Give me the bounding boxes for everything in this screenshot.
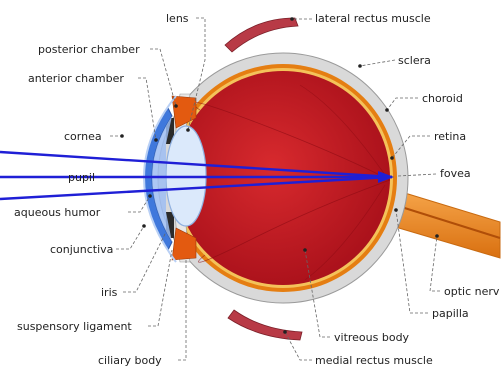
leader-dot [120,134,124,138]
leader-dot [358,64,362,68]
optic-nerve-shape [392,190,500,258]
leader-optic-nerve [430,236,440,291]
label-pupil: pupil [68,171,95,184]
label-lateral-rectus-muscle: lateral rectus muscle [315,12,431,25]
label-retina: retina [434,130,466,143]
label-choroid: choroid [422,92,463,105]
leader-dot [283,330,287,334]
label-conjunctiva: conjunctiva [50,243,113,256]
lateral-rectus-muscle-shape [225,18,298,52]
label-fovea: fovea [440,167,471,180]
leader-choroid [387,98,418,110]
leader-sclera [360,60,395,66]
label-cornea: cornea [64,130,102,143]
label-papilla: papilla [432,307,469,320]
label-vitreous-body: vitreous body [334,331,410,344]
leader-dot [385,108,389,112]
leader-conjunctiva [116,226,144,249]
label-iris: iris [101,286,118,299]
leader-dot [148,194,152,198]
label-lens: lens [166,12,189,25]
label-suspensory-ligament: suspensory ligament [17,320,132,333]
label-posterior-chamber: posterior chamber [38,43,140,56]
label-sclera: sclera [398,54,431,67]
leader-ciliary-body [178,260,186,360]
leader-dot [290,17,294,21]
label-ciliary-body: ciliary body [98,354,162,367]
medial-rectus-muscle-shape [228,310,302,340]
label-aqueous-humor: aqueous humor [14,206,101,219]
leader-dot [154,138,158,142]
leader-dot [394,208,398,212]
leader-dot [142,224,146,228]
label-optic-nerve: optic nerv [444,285,500,298]
label-medial-rectus-muscle: medial rectus muscle [315,354,433,367]
leader-dot [186,128,190,132]
label-anterior-chamber: anterior chamber [28,72,124,85]
leader-dot [435,234,439,238]
leader-iris [123,232,166,292]
leader-dot [174,104,178,108]
leader-dot [303,248,307,252]
leader-dot [390,156,394,160]
